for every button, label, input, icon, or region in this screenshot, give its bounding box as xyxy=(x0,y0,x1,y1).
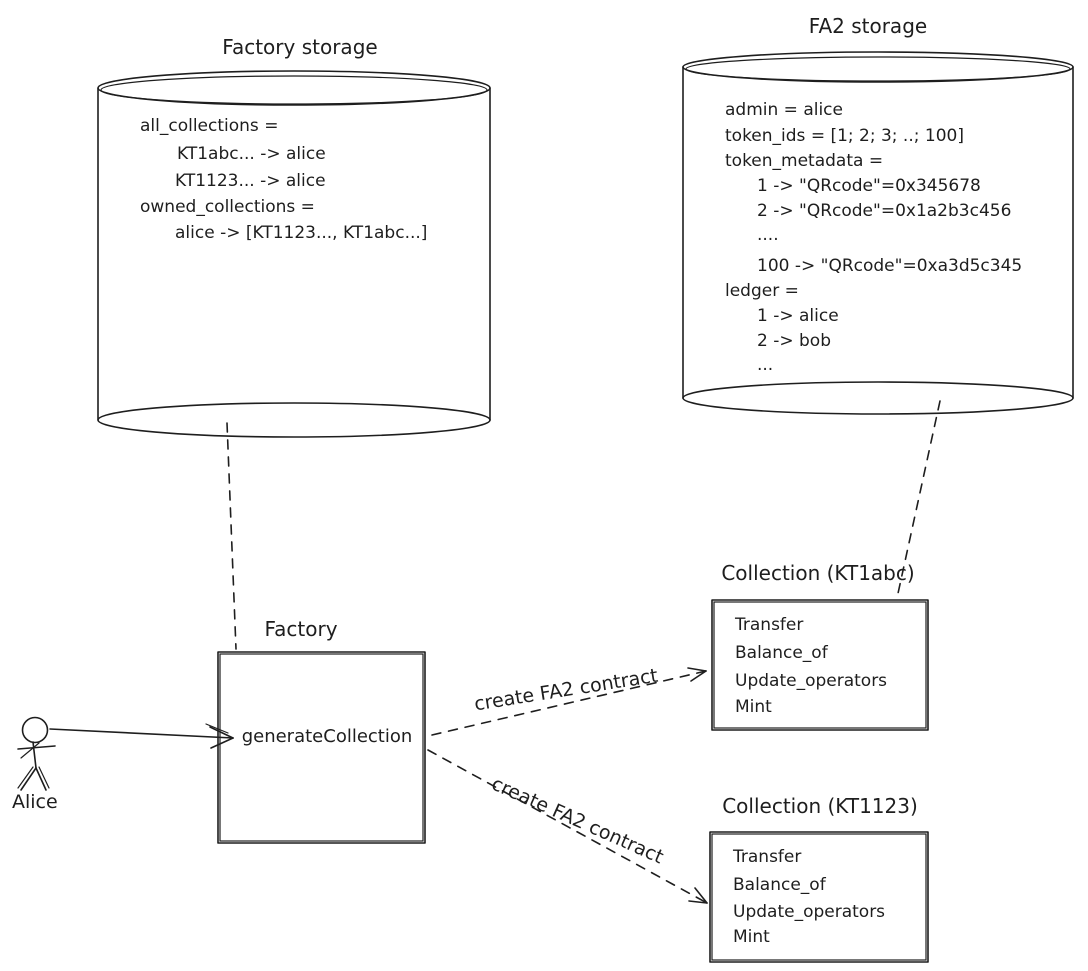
entrypoint: Mint xyxy=(735,697,772,717)
fa2-storage-cylinder xyxy=(682,51,1074,415)
collection-kt1123-entrypoints: Transfer Balance_of Update_operators Min… xyxy=(732,847,885,947)
dashed-connector-fa2-storage-to-collection xyxy=(896,400,941,599)
entrypoint: Transfer xyxy=(732,847,801,867)
storage-line: token_ids = [1; 2; 3; ..; 100] xyxy=(725,126,964,146)
dashed-arrow-create-fa2-bottom xyxy=(427,749,708,904)
factory-box xyxy=(217,651,426,844)
arrow-alice-to-factory xyxy=(49,723,234,749)
collection-kt1123-title: Collection (KT1123) xyxy=(722,794,918,818)
collection-kt1abc-box xyxy=(711,599,929,731)
collection-kt1abc-entrypoints: Transfer Balance_of Update_operators Min… xyxy=(734,615,887,717)
storage-line: 2 -> bob xyxy=(757,331,831,351)
factory-entrypoint-generatecollection: generateCollection xyxy=(242,726,413,747)
dashed-arrow-create-fa2-top xyxy=(431,667,707,736)
storage-line: KT1abc... -> alice xyxy=(177,144,326,164)
collection-kt1123-box xyxy=(709,831,929,963)
entrypoint: Update_operators xyxy=(733,902,885,922)
storage-line: KT1123... -> alice xyxy=(175,171,326,191)
actor-alice-figure xyxy=(17,716,56,791)
storage-line: ... xyxy=(757,355,773,375)
storage-line: 2 -> "QRcode"=0x1a2b3c456 xyxy=(757,201,1011,221)
actor-alice-label: Alice xyxy=(12,791,58,813)
factory-storage-title: Factory storage xyxy=(222,35,377,59)
entrypoint: Update_operators xyxy=(735,671,887,691)
storage-line: .... xyxy=(757,225,779,245)
storage-line: token_metadata = xyxy=(725,151,883,171)
storage-line: all_collections = xyxy=(140,116,278,136)
storage-line: ledger = xyxy=(725,281,799,301)
storage-line: 100 -> "QRcode"=0xa3d5c345 xyxy=(757,256,1022,276)
entrypoint: Transfer xyxy=(734,615,803,635)
entrypoint: Balance_of xyxy=(733,875,827,895)
entrypoint: Balance_of xyxy=(735,643,829,663)
factory-title: Factory xyxy=(264,617,337,641)
edge-label-create-fa2-top: create FA2 contract xyxy=(473,665,660,716)
collection-kt1abc-title: Collection (KT1abc) xyxy=(721,561,914,585)
edge-label-create-fa2-bottom: create FA2 contract xyxy=(488,773,666,869)
storage-line: alice -> [KT1123..., KT1abc...] xyxy=(175,223,427,243)
entrypoint: Mint xyxy=(733,927,770,947)
storage-line: 1 -> alice xyxy=(757,306,839,326)
fa2-storage-content: admin = alice token_ids = [1; 2; 3; ..; … xyxy=(725,100,1022,375)
dashed-connector-factory-storage-to-factory xyxy=(226,422,237,650)
fa2-storage-title: FA2 storage xyxy=(809,14,927,38)
storage-line: admin = alice xyxy=(725,100,843,120)
storage-line: 1 -> "QRcode"=0x345678 xyxy=(757,176,981,196)
storage-line: owned_collections = xyxy=(140,197,315,217)
factory-storage-cylinder xyxy=(97,70,491,438)
factory-storage-content: all_collections = KT1abc... -> alice KT1… xyxy=(140,116,427,243)
